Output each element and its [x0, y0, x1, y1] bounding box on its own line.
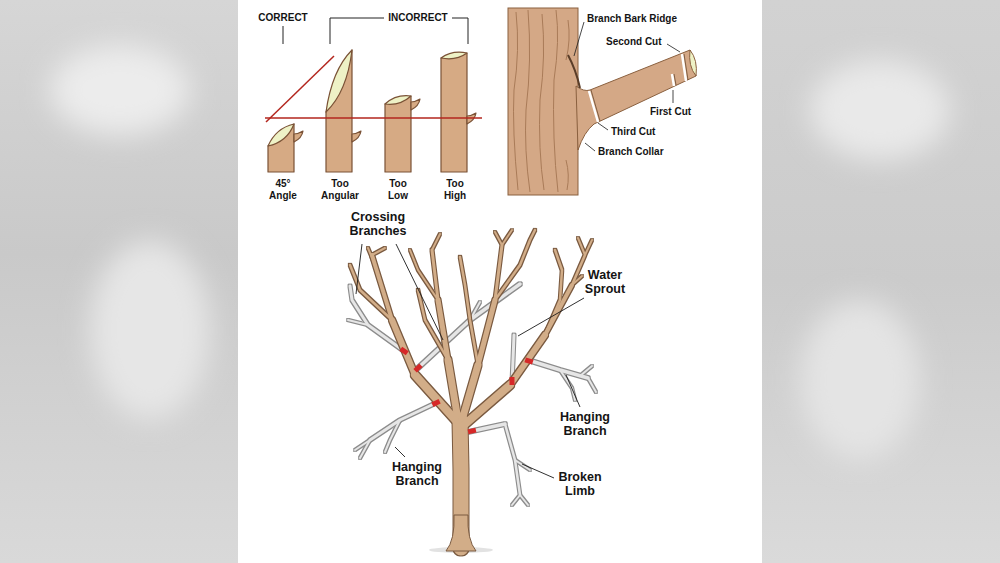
cut-mark	[431, 399, 440, 407]
side-branch	[576, 50, 696, 150]
leader-line	[667, 44, 680, 52]
cut-face	[690, 50, 697, 76]
bark-line	[566, 160, 568, 190]
trunk-section	[508, 8, 578, 195]
leader-line	[585, 143, 595, 151]
leader-line	[598, 123, 608, 130]
leader-line	[395, 447, 405, 457]
second-cut	[682, 54, 686, 81]
bracket-line	[330, 18, 384, 44]
bracket-line	[452, 18, 468, 44]
bracket-line	[283, 26, 284, 44]
side-panel	[0, 0, 238, 563]
guide-line	[265, 117, 482, 119]
part-label: First Cut	[650, 106, 691, 118]
blur-blob	[800, 300, 920, 460]
cut-face	[268, 124, 294, 146]
cut-face	[385, 96, 411, 105]
bud	[352, 131, 361, 142]
leader-line	[566, 375, 580, 407]
leader-line	[518, 298, 584, 336]
cut-label: Too High	[438, 178, 472, 201]
part-label: Branch Bark Ridge	[587, 13, 677, 25]
white-panel	[238, 0, 762, 563]
bracket-label: INCORRECT	[378, 12, 458, 24]
leader-line	[396, 244, 443, 340]
branch-cut-detail	[508, 8, 696, 195]
cut-mark	[413, 363, 422, 372]
first-cut	[674, 74, 676, 85]
side-panel	[762, 0, 1000, 563]
tree-label: Crossing Branches	[342, 210, 414, 239]
cut-mark	[468, 428, 477, 435]
part-label: Third Cut	[611, 126, 655, 138]
leader-line	[356, 244, 362, 294]
bark-line	[566, 20, 569, 60]
tree-label: Broken Limb	[554, 470, 606, 499]
bark-ridge	[568, 55, 580, 88]
guide-line	[266, 56, 334, 122]
part-label: Branch Collar	[598, 146, 664, 158]
cut-mark	[399, 347, 408, 356]
leader-line	[673, 90, 674, 103]
tree-label: Hanging Branch	[386, 460, 448, 489]
branch-fill	[350, 230, 592, 548]
cut-label: 45° Angle	[263, 178, 303, 201]
leader-lines	[574, 22, 680, 151]
leader-line	[574, 22, 584, 56]
bark-line	[540, 14, 545, 190]
branch-outline	[350, 230, 592, 548]
tree-label: Water Sprout	[577, 268, 633, 297]
trunk-flare	[446, 515, 476, 551]
third-cut	[589, 91, 598, 122]
bud	[294, 131, 303, 142]
tree	[348, 230, 596, 553]
second-cut	[684, 54, 688, 80]
tree-label: Hanging Branch	[554, 410, 616, 439]
part-label: Second Cut	[606, 36, 662, 48]
blur-blob	[810, 60, 950, 160]
stem	[268, 124, 294, 172]
stem	[326, 50, 352, 172]
bud	[411, 99, 420, 110]
leader-line	[522, 464, 554, 478]
stem	[441, 53, 467, 172]
bark-line	[514, 12, 519, 190]
cut-stems	[265, 18, 482, 172]
cut-label: Too Low	[382, 178, 414, 201]
bark-line	[554, 10, 559, 192]
stem	[385, 96, 411, 172]
third-cut	[591, 90, 600, 121]
cut-mark	[510, 377, 515, 385]
leader-lines	[356, 244, 584, 478]
blur-blob	[90, 240, 210, 420]
cut-label: Too Angular	[316, 178, 364, 201]
cut-marks	[399, 347, 533, 435]
bark-line	[526, 10, 531, 192]
first-cut	[672, 74, 674, 86]
bark-texture	[514, 10, 570, 192]
bracket-label: CORRECT	[248, 12, 318, 24]
blur-blob	[50, 45, 190, 135]
cut-mark	[524, 357, 533, 364]
cut-face	[441, 52, 467, 59]
